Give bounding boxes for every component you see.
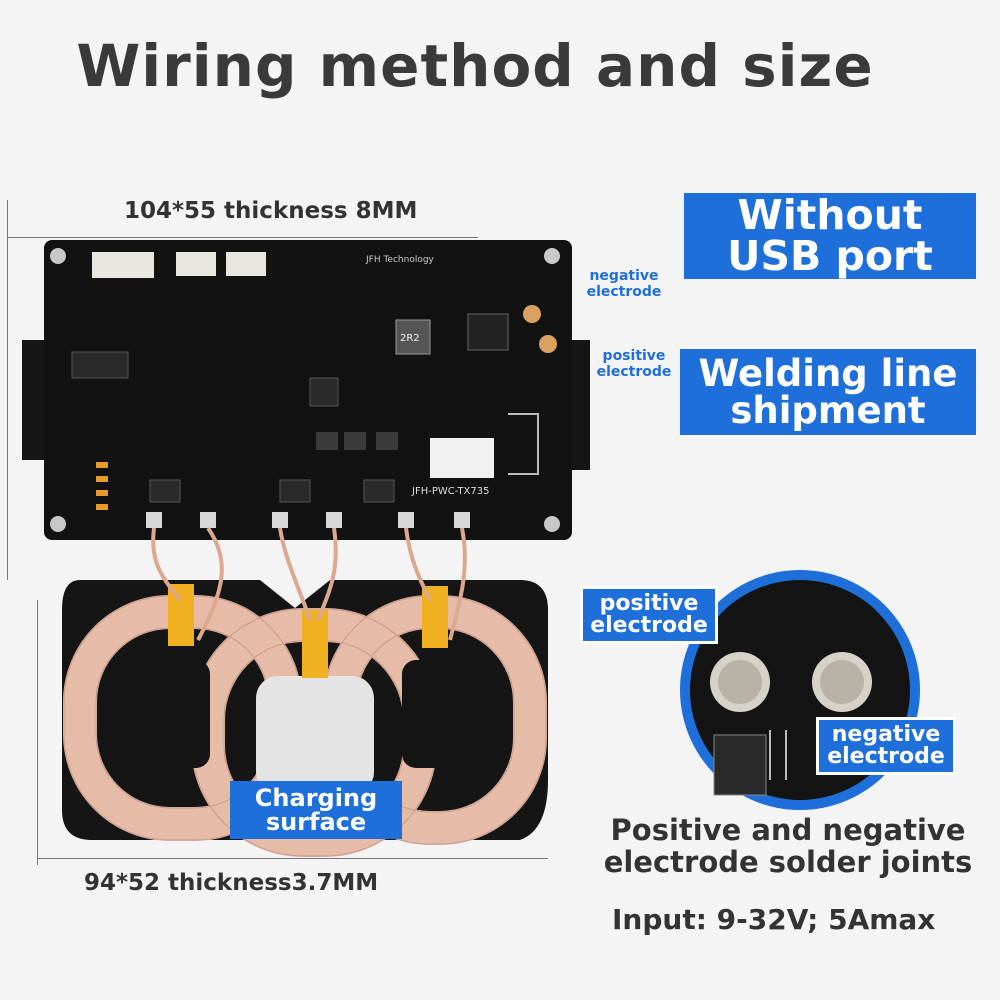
inductor-marking: 2R2 <box>400 333 420 344</box>
positive-electrode-label: positive electrode <box>596 348 672 381</box>
solder-joint-caption: Positive and negative electrode solder j… <box>603 813 973 879</box>
coil-dimension-label: 94*52 thickness3.7MM <box>84 870 379 896</box>
pcb-brand-text: JFH Technology <box>365 255 435 265</box>
pcb-height-guide <box>7 200 8 580</box>
welding-line-badge: Welding line shipment <box>680 349 976 435</box>
coil-height-guide <box>37 600 38 865</box>
no-usb-badge: Without USB port <box>684 193 976 279</box>
coil-width-guide <box>38 858 548 859</box>
charging-surface-badge: Charging surface <box>230 781 402 839</box>
pcb-dimension-label: 104*55 thickness 8MM <box>124 198 418 224</box>
coil-lead-wires <box>151 526 467 641</box>
negative-electrode-label: negative electrode <box>586 268 662 301</box>
input-spec: Input: 9-32V; 5Amax <box>612 903 936 936</box>
zoom-positive-badge: positive electrode <box>580 586 718 644</box>
pcb-model-text: JFH-PWC-TX735 <box>411 486 489 497</box>
zoom-negative-badge: negative electrode <box>816 717 956 775</box>
pcb-board: JFH Technology 2R2 JFH-PWC-TX735 <box>22 240 590 540</box>
coil-tape <box>302 610 328 678</box>
pcb-width-guide <box>8 237 478 238</box>
page-title: Wiring method and size <box>76 32 874 100</box>
coil-tape <box>168 584 194 646</box>
